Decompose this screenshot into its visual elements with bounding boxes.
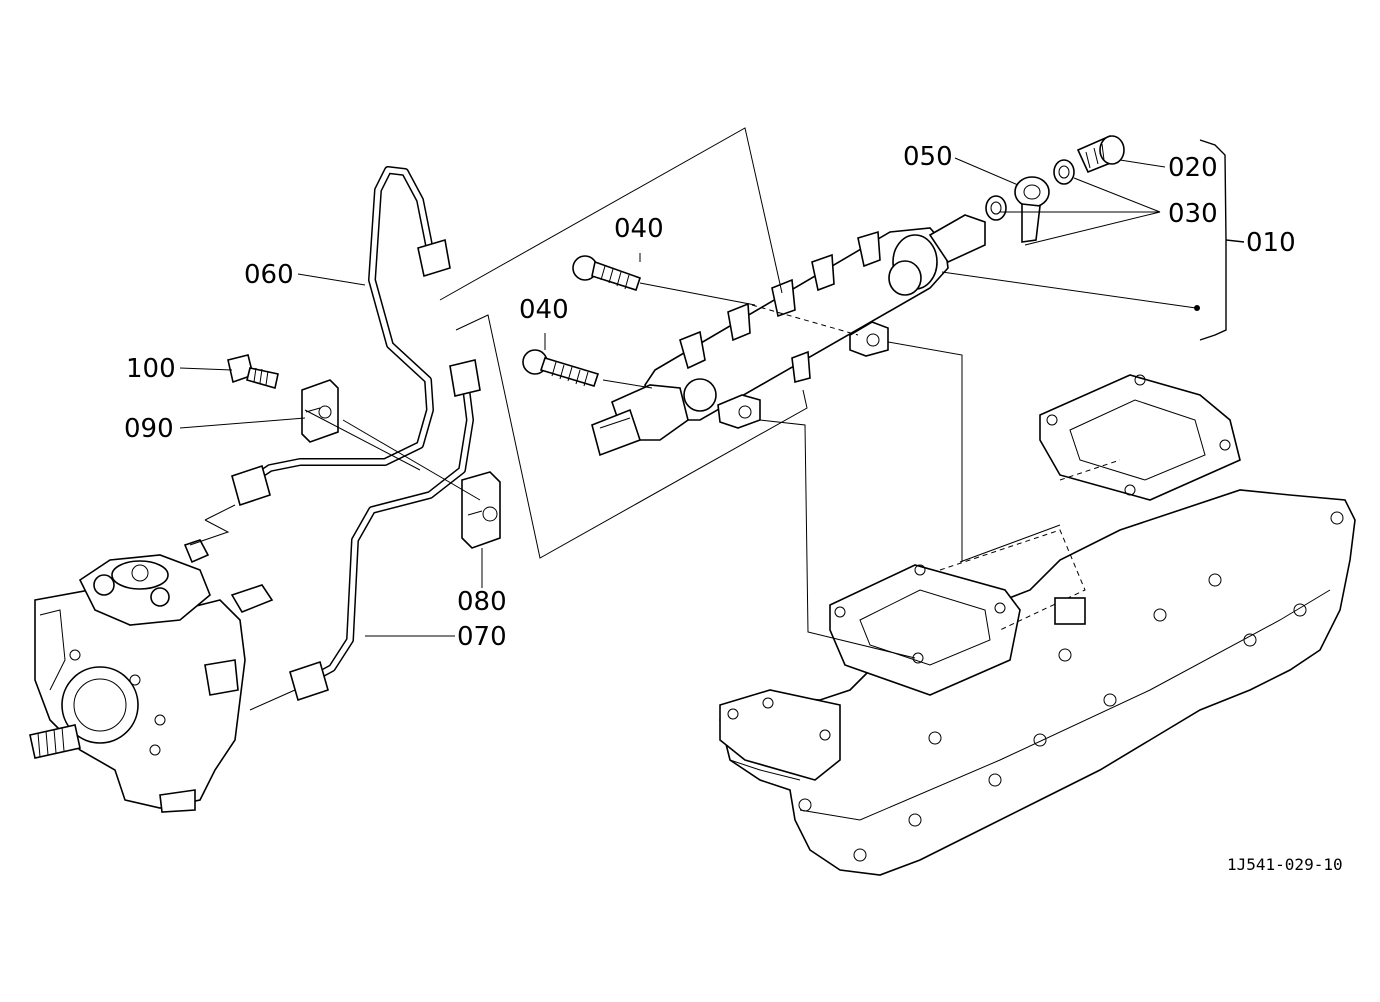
intake-manifold xyxy=(719,374,1356,876)
pipe-clamp-090 xyxy=(301,379,339,443)
callout-080: 080 xyxy=(457,587,507,617)
injection-pipe-060 xyxy=(231,166,451,507)
bolt-020 xyxy=(1076,135,1125,174)
bolt-040-upper xyxy=(572,255,642,292)
callout-labels: 020 030 010 050 040 040 060 100 090 080 … xyxy=(124,142,1343,874)
callout-040-upper: 040 xyxy=(614,214,664,244)
callout-010: 010 xyxy=(1246,228,1296,258)
exploded-view-frame xyxy=(189,127,1245,711)
drawing-code: 1J541-029-10 xyxy=(1227,855,1343,874)
callout-100: 100 xyxy=(126,354,176,384)
gasket-030-b xyxy=(1053,159,1075,185)
common-rail-assembly xyxy=(591,214,986,457)
callout-040-lower: 040 xyxy=(519,295,569,325)
bolt-100 xyxy=(227,354,279,390)
callout-060: 060 xyxy=(244,260,294,290)
callout-030: 030 xyxy=(1168,199,1218,229)
gasket-030-a xyxy=(985,195,1007,221)
eye-bolt-050 xyxy=(1014,176,1050,243)
callout-020: 020 xyxy=(1168,153,1218,183)
leader-lines xyxy=(179,157,1200,637)
callout-070: 070 xyxy=(457,622,507,652)
callout-090: 090 xyxy=(124,414,174,444)
fuel-injection-pump xyxy=(29,539,274,813)
injection-pipe-070 xyxy=(289,359,481,702)
pipe-clamp-080 xyxy=(461,471,501,549)
callout-050: 050 xyxy=(903,142,953,172)
bolt-040-lower xyxy=(522,349,600,387)
